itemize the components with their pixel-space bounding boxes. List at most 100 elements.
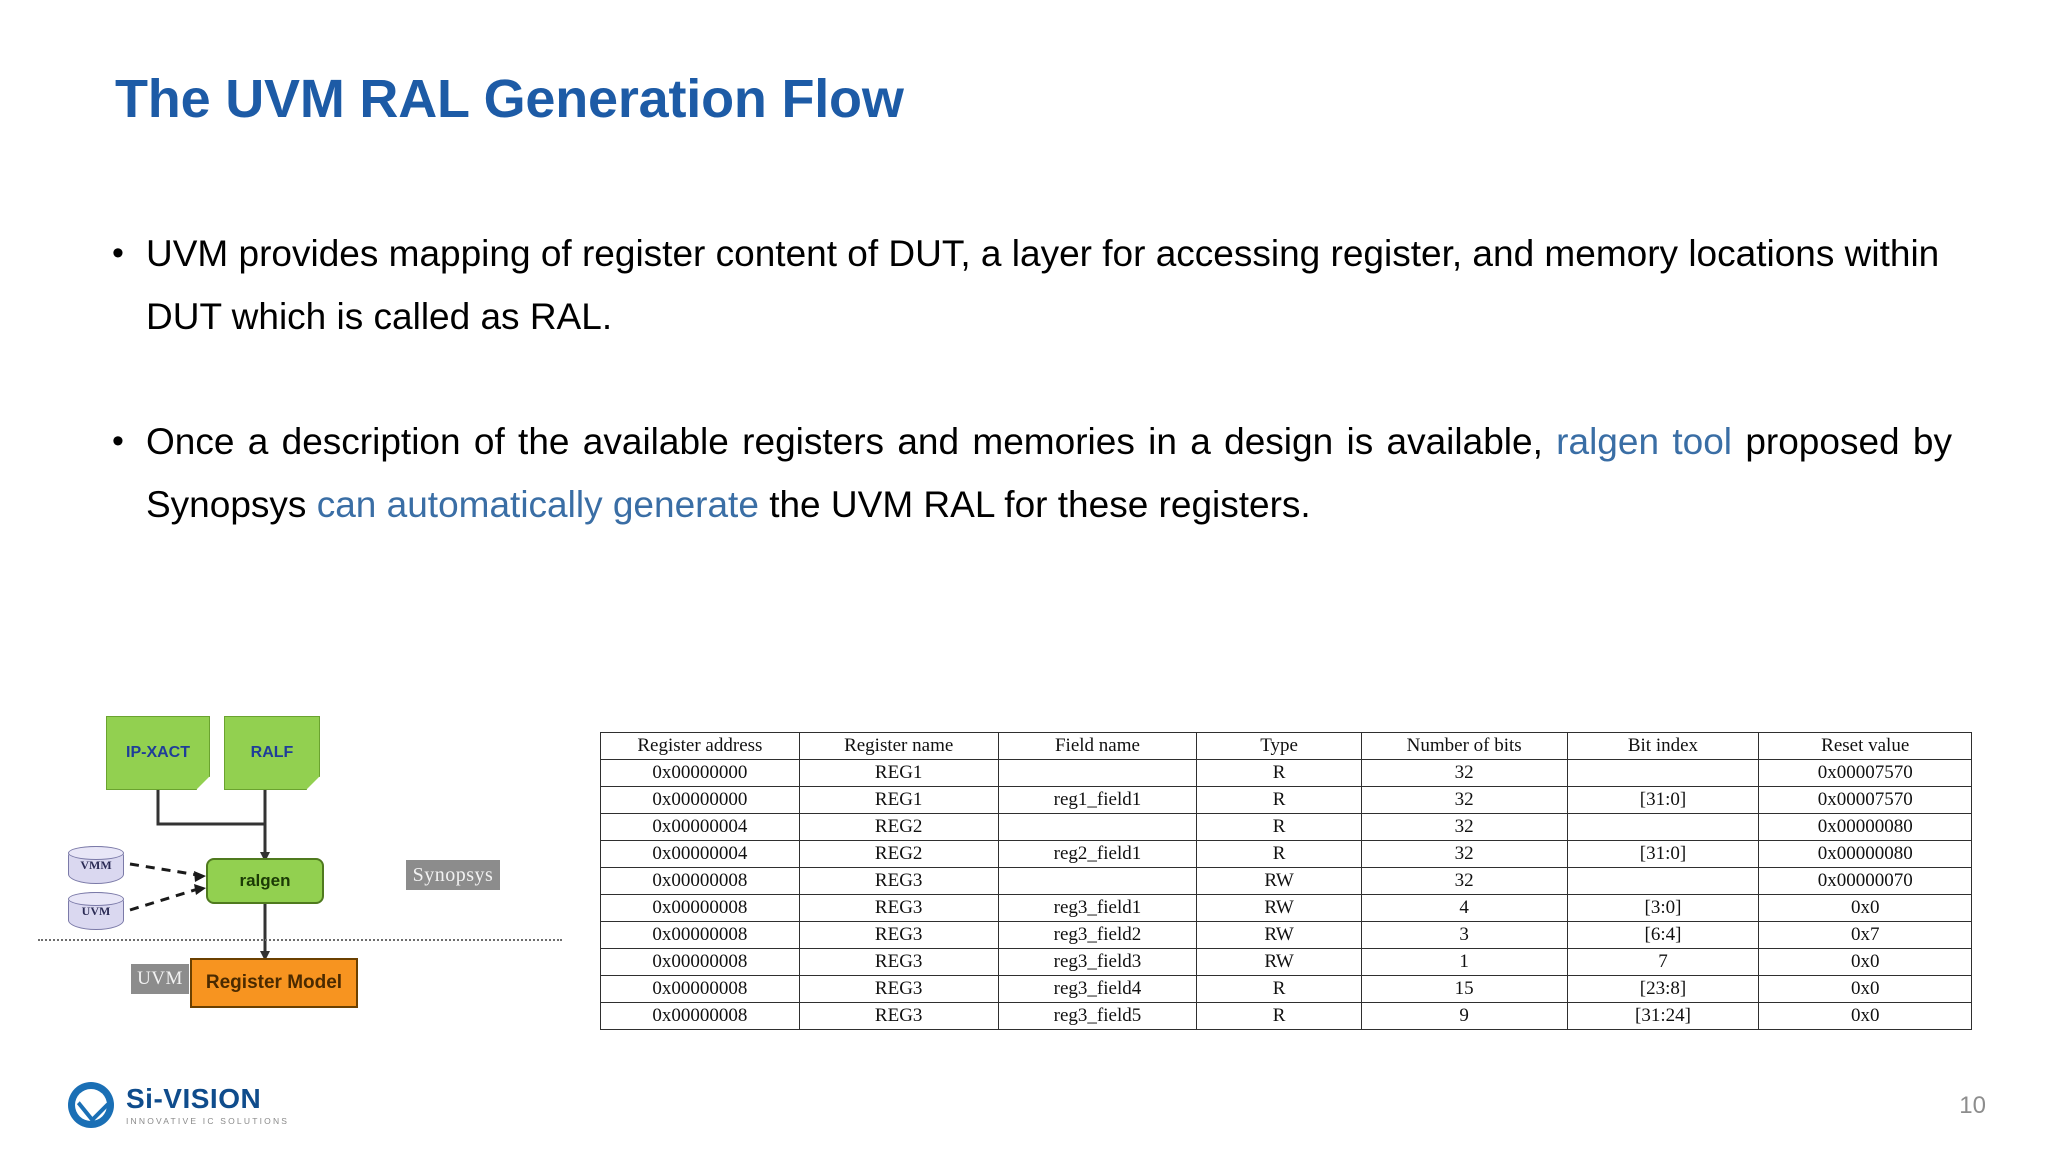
cell-bit-index [1566, 867, 1760, 895]
bullet-marker-icon: • [112, 234, 124, 272]
bullet-item-2: • Once a description of the available re… [112, 410, 1952, 536]
table-header-row: Register address Register name Field nam… [600, 732, 1972, 760]
cell-bit-index: 7 [1566, 948, 1760, 976]
cell-field-name: reg2_field1 [997, 840, 1198, 868]
cell-register-name: REG3 [798, 867, 999, 895]
cell-field-name: reg1_field1 [997, 786, 1198, 814]
diagram-node-ralgen-label: ralgen [239, 871, 291, 890]
diagram-node-ip-xact: IP-XACT [106, 716, 210, 790]
logo-name: Si-VISION [126, 1082, 262, 1114]
diagram-tag-synopsys-label: Synopsys [412, 863, 494, 886]
cell-field-name: reg3_field3 [997, 948, 1198, 976]
cell-register-name: REG3 [798, 975, 999, 1003]
diagram-node-ralf-label: RALF [250, 744, 294, 761]
cell-register-address: 0x00000008 [600, 975, 800, 1003]
cell-register-address: 0x00000008 [600, 948, 800, 976]
cell-register-address: 0x00000000 [600, 786, 800, 814]
diagram-tag-synopsys: Synopsys [406, 860, 500, 890]
cell-register-name: REG3 [798, 894, 999, 922]
cell-reset-value: 0x0 [1758, 1002, 1972, 1030]
bullet-2-segment-4: the UVM RAL for these registers. [758, 484, 1311, 525]
cell-number-of-bits: 4 [1360, 894, 1568, 922]
cell-bit-index: [3:0] [1566, 894, 1760, 922]
page-number: 10 [1959, 1092, 1986, 1119]
diagram-node-register-model-label: Register Model [205, 972, 343, 993]
register-table-head: Register address Register name Field nam… [600, 732, 1972, 760]
column-header-register-name: Register name [798, 732, 999, 760]
cell-reset-value: 0x00000080 [1758, 840, 1972, 868]
cell-type: R [1196, 975, 1362, 1003]
cell-bit-index: [31:24] [1566, 1002, 1760, 1030]
cell-bit-index: [31:0] [1566, 840, 1760, 868]
diagram-tag-uvm: UVM [131, 964, 189, 994]
cell-type: R [1196, 759, 1362, 787]
cell-reset-value: 0x00007570 [1758, 786, 1972, 814]
cell-number-of-bits: 32 [1360, 840, 1568, 868]
cell-reset-value: 0x0 [1758, 948, 1972, 976]
column-header-bit-index: Bit index [1566, 732, 1760, 760]
cell-reset-value: 0x00000080 [1758, 813, 1972, 841]
page-title: The UVM RAL Generation Flow [115, 69, 904, 129]
logo-text-block: Si-VISION INNOVATIVE IC SOLUTIONS [126, 1082, 289, 1126]
cell-number-of-bits: 3 [1360, 921, 1568, 949]
diagram-node-uvm-label: UVM [81, 903, 111, 918]
cell-number-of-bits: 32 [1360, 786, 1568, 814]
cell-bit-index: [31:0] [1566, 786, 1760, 814]
link-can-automatically-generate[interactable]: can automatically generate [316, 484, 759, 525]
cell-number-of-bits: 32 [1360, 759, 1568, 787]
bullet-marker-icon: • [112, 422, 124, 460]
cell-register-name: REG3 [798, 921, 999, 949]
diagram-node-ralf: RALF [224, 716, 320, 790]
column-header-number-of-bits: Number of bits [1360, 732, 1568, 760]
cell-reset-value: 0x00000070 [1758, 867, 1972, 895]
body-content: • UVM provides mapping of register conte… [112, 222, 1952, 578]
cell-register-address: 0x00000004 [600, 840, 800, 868]
cell-register-address: 0x00000008 [600, 894, 800, 922]
bullet-item-1: • UVM provides mapping of register conte… [112, 222, 1952, 348]
cell-register-name: REG2 [798, 813, 999, 841]
column-header-field-name: Field name [997, 732, 1198, 760]
cell-reset-value: 0x00007570 [1758, 759, 1972, 787]
cell-register-name: REG3 [798, 1002, 999, 1030]
cell-reset-value: 0x0 [1758, 894, 1972, 922]
cell-reset-value: 0x7 [1758, 921, 1972, 949]
diagram-node-ip-xact-label: IP-XACT [126, 744, 190, 761]
cell-field-name: reg3_field1 [997, 894, 1198, 922]
cell-register-address: 0x00000008 [600, 1002, 800, 1030]
bullet-2-segment-0: Once a description of the available regi… [146, 421, 1557, 462]
cell-field-name: reg3_field5 [997, 1002, 1198, 1030]
column-header-register-address: Register address [600, 732, 800, 760]
cell-register-address: 0x00000004 [600, 813, 800, 841]
cell-type: R [1196, 1002, 1362, 1030]
cell-field-name: reg3_field4 [997, 975, 1198, 1003]
diagram-connectors [129, 790, 270, 961]
cell-bit-index [1566, 759, 1760, 787]
cell-bit-index: [23:8] [1566, 975, 1760, 1003]
cell-register-name: REG2 [798, 840, 999, 868]
company-logo: Si-VISION INNOVATIVE IC SOLUTIONS [68, 1082, 289, 1128]
link-ralgen-tool[interactable]: ralgen tool [1556, 421, 1732, 462]
cell-field-name [997, 867, 1198, 895]
cell-type: R [1196, 840, 1362, 868]
cell-field-name [997, 813, 1198, 841]
cell-type: R [1196, 813, 1362, 841]
diagram-node-vmm-database-icon: VMM [68, 846, 124, 884]
cell-register-address: 0x00000008 [600, 867, 800, 895]
bullet-2-segment-2: proposed by Synopsys [146, 421, 1952, 525]
ral-generation-flow-diagram: IP-XACT RALF VMM UVM ralgen Register Mod… [38, 712, 578, 1032]
cell-register-name: REG1 [798, 759, 999, 787]
cell-type: RW [1196, 867, 1362, 895]
diagram-node-ralgen: ralgen [206, 858, 324, 904]
